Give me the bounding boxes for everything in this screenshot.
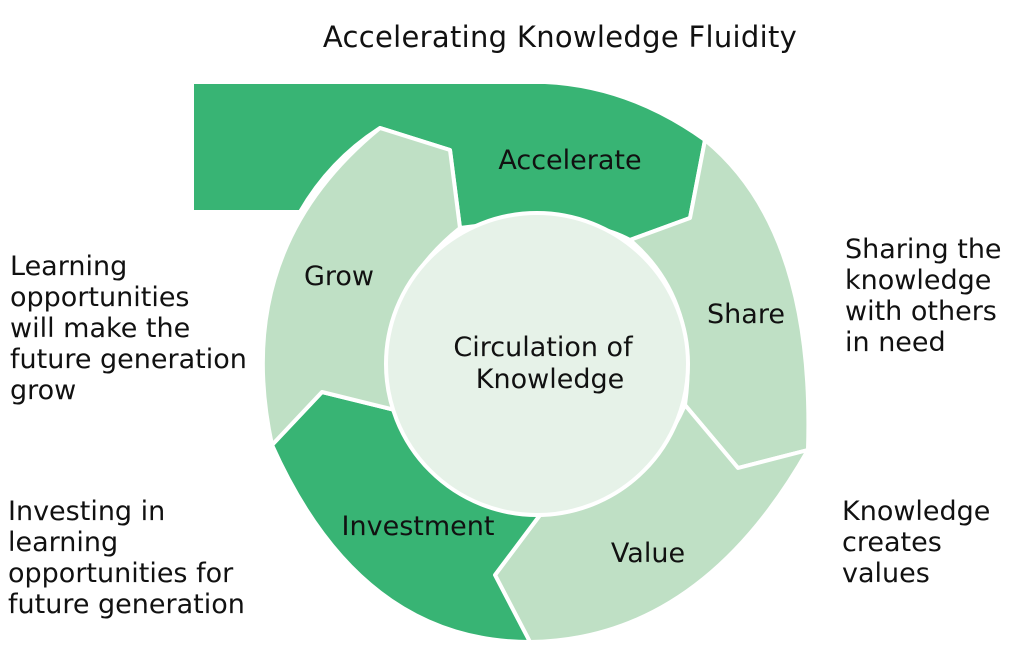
- note-value: Knowledge creates values: [842, 496, 991, 589]
- note-grow: Learning opportunities will make the fut…: [10, 251, 247, 406]
- label-share: Share: [707, 299, 785, 330]
- label-accelerate: Accelerate: [498, 145, 641, 176]
- label-grow: Grow: [304, 261, 374, 292]
- center-circle: [384, 211, 690, 517]
- center-label-line2: Knowledge: [476, 364, 624, 395]
- note-share: Sharing the knowledge with others in nee…: [845, 234, 1002, 358]
- label-investment: Investment: [342, 511, 495, 542]
- diagram-title: Accelerating Knowledge Fluidity: [322, 20, 798, 54]
- note-investment: Investing in learning opportunities for …: [8, 496, 245, 620]
- center-label-line1: Circulation of: [453, 332, 634, 363]
- label-value: Value: [611, 538, 685, 569]
